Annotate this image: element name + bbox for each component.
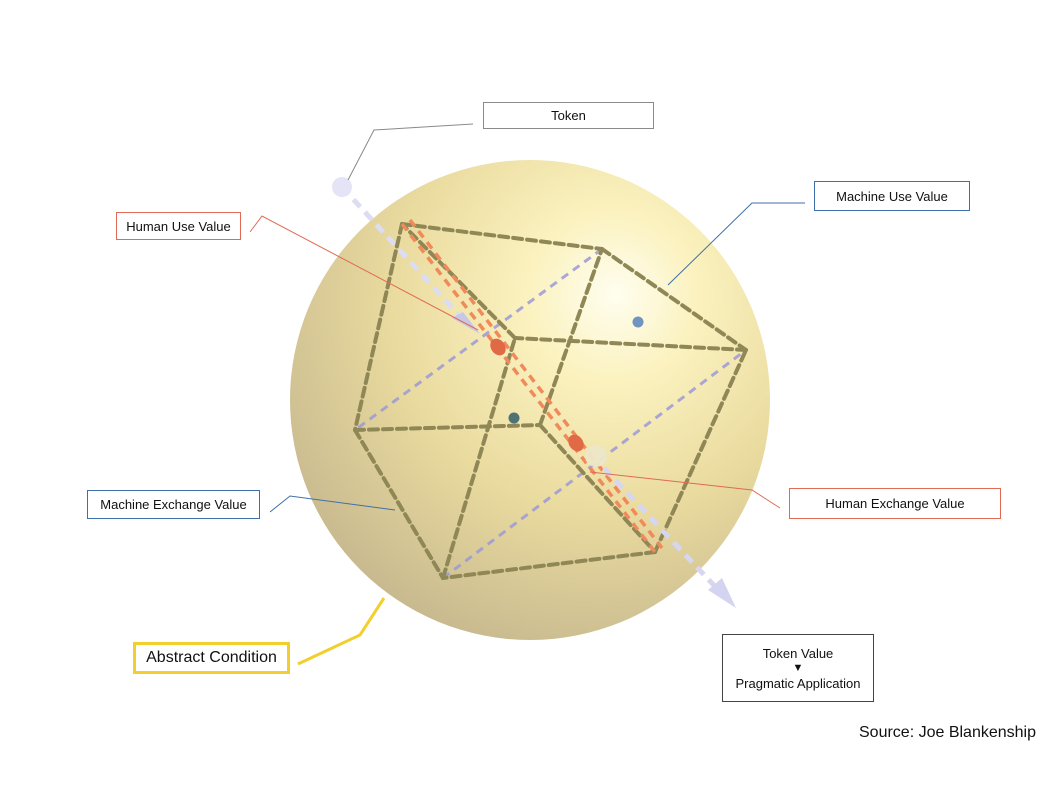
cube-edge (653, 348, 748, 554)
cube-edge (353, 423, 542, 432)
machine-use-value-label: Machine Use Value (836, 188, 948, 204)
token-label-box: Token (483, 102, 654, 129)
down-arrow-icon: ▼ (792, 661, 804, 674)
machine-exchange-value-label: Machine Exchange Value (100, 497, 247, 512)
cube-edge (600, 247, 748, 352)
token-axis-center-node (585, 445, 607, 467)
human-use-value-label-box: Human Use Value (116, 212, 241, 240)
machine-plane-edge-1 (354, 247, 603, 432)
token-axis-start-node (332, 177, 352, 197)
machine-exchange-value-label-box: Machine Exchange Value (87, 490, 260, 519)
machine-exchange-value-node (508, 412, 520, 424)
abstract-condition-label: Abstract Condition (146, 649, 277, 666)
token-leader-line (347, 123, 474, 181)
machine-exchange-value-leader-line (269, 495, 396, 513)
human-use-value-node (490, 338, 506, 356)
human-exchange-value-node (568, 434, 584, 452)
token-axis-lower (585, 445, 736, 608)
abstract-condition-label-box: Abstract Condition (133, 642, 290, 674)
cube-edge (400, 222, 604, 251)
token-value-label: Token Value (762, 645, 834, 661)
token-value-application-box: Token Value ▼ Pragmatic Application (722, 634, 874, 702)
token-axis-mid-arrowhead (452, 312, 480, 334)
cube-edge (538, 423, 657, 554)
cube-edge (538, 247, 604, 427)
token-axis-upper (340, 185, 470, 327)
human-exchange-value-leader-line (589, 471, 781, 509)
cube-edge (353, 428, 445, 580)
source-credit: Source: Joe Blankenship (859, 724, 1036, 741)
human-use-value-leader-line (249, 215, 479, 331)
human-exchange-value-label: Human Exchange Value (825, 496, 965, 511)
cube-edge (353, 222, 404, 432)
machine-use-value-label-box: Machine Use Value (814, 181, 970, 211)
machine-use-value-node (632, 316, 644, 328)
human-exchange-value-label-box: Human Exchange Value (789, 488, 1001, 519)
cube-edge (441, 336, 517, 580)
cube-edge (441, 550, 657, 580)
token-axis (332, 177, 480, 334)
token-axis-end-arrowhead (708, 578, 736, 608)
cube-edge (513, 336, 748, 352)
machine-use-value-leader-line (667, 202, 805, 286)
value-cube (353, 222, 748, 580)
pragmatic-application-label: Pragmatic Application (735, 675, 861, 691)
abstract-condition-leader-line (297, 597, 386, 666)
human-use-value-label: Human Use Value (126, 218, 231, 234)
token-axis-lower-line (602, 466, 724, 596)
token-label: Token (551, 108, 586, 123)
